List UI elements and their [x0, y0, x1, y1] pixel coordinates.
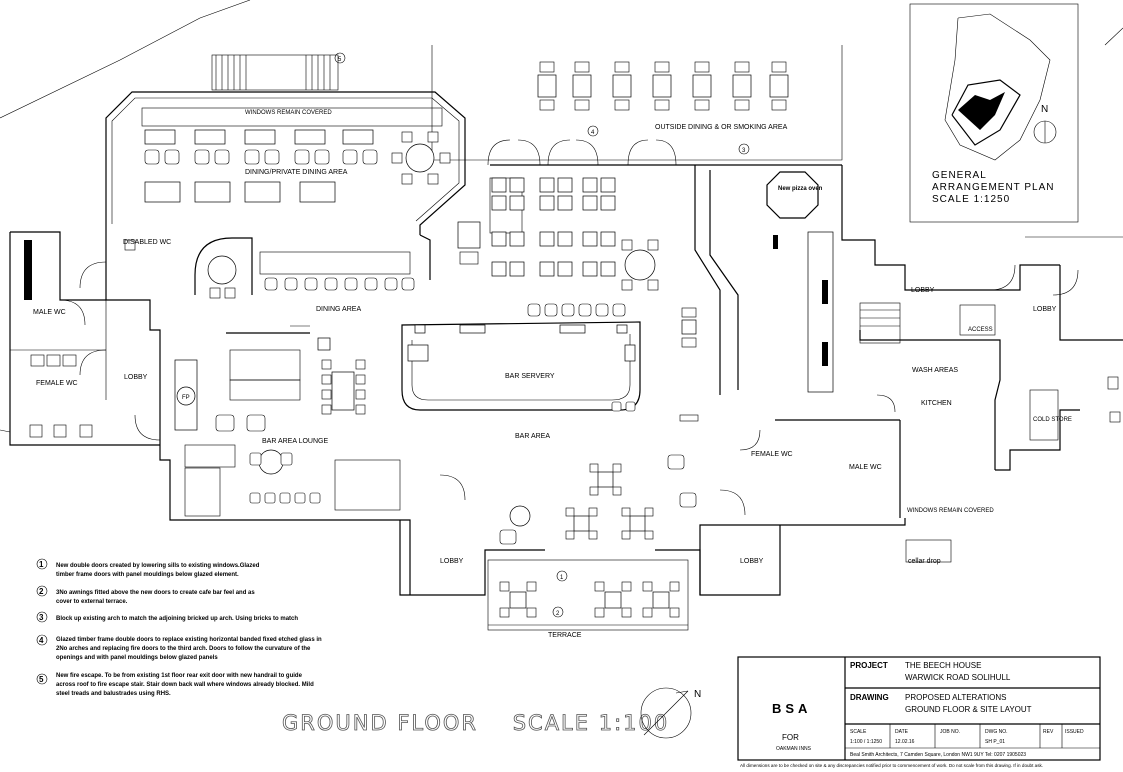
label-female-wc-left: FEMALE WC	[36, 380, 78, 387]
label-kitchen: KITCHEN	[921, 400, 952, 407]
for-label: FOR	[782, 733, 799, 742]
label-bar-area: BAR AREA	[515, 433, 550, 440]
note-1-line-1: New double doors created by lowering sil…	[56, 563, 260, 569]
room-labels: WINDOWS REMAIN COVERED DINING/PRIVATE DI…	[33, 110, 1072, 639]
doors	[59, 139, 1079, 516]
misc-details	[24, 231, 996, 563]
plan-title: GROUND FLOOR SCALE 1:100	[282, 711, 669, 735]
label-lobby-kitchen: LOBBY	[911, 287, 935, 294]
label-windows-right: WINDOWS REMAIN COVERED	[907, 508, 994, 514]
marker-1: 1	[560, 575, 564, 581]
address-line: Beal Smith Architects, 7 Camden Square, …	[850, 752, 1026, 758]
project-line-2: WARWICK ROAD SOLIHULL	[905, 673, 1011, 682]
note-4-line-2: 2No arches and replacing fire doors to t…	[56, 646, 311, 652]
note-5-line-2: across roof to fire escape stair. Stair …	[56, 682, 314, 688]
scale-label: SCALE	[850, 729, 867, 735]
marker-2: 2	[556, 611, 560, 617]
date-value: 12.02.16	[895, 739, 915, 745]
site-inset: N GENERAL ARRANGEMENT PLAN SCALE 1:1250	[909, 3, 1079, 223]
ga-line-3: SCALE 1:1250	[932, 194, 1010, 205]
label-bar-lounge: BAR AREA LOUNGE	[262, 438, 328, 445]
label-access: ACCESS	[968, 327, 993, 333]
label-pizza-oven: New pizza oven	[778, 186, 823, 192]
dwg-label: DWG NO.	[985, 729, 1008, 735]
note-3-number: 3	[39, 613, 44, 622]
label-lobby-left: LOBBY	[124, 374, 148, 381]
label-cold-store: COLD STORE	[1033, 417, 1072, 423]
note-2-line-2: cover to external terrace.	[56, 599, 128, 605]
project-line-1: THE BEECH HOUSE	[905, 661, 981, 670]
fire-escape-stair	[211, 54, 339, 91]
label-outside-dining: OUTSIDE DINING & OR SMOKING AREA	[655, 124, 788, 131]
building-walls	[9, 45, 1123, 631]
note-4-line-3: openings and with panel mouldings below …	[56, 655, 218, 661]
label-male-wc-left: MALE WC	[33, 309, 66, 316]
date-label: DATE	[895, 729, 909, 735]
furniture-bar-area	[499, 401, 699, 618]
label-bar-servery: BAR SERVERY	[505, 373, 555, 380]
label-fp: FP	[182, 395, 190, 401]
title-block: BSA FOR OAKMAN INNS PROJECT THE BEECH HO…	[737, 656, 1101, 768]
furniture-outside-dining	[537, 61, 789, 111]
client-name: OAKMAN INNS	[776, 746, 812, 752]
note-4-number: 4	[39, 636, 44, 645]
marker-3: 3	[742, 148, 746, 154]
note-2-line-1: 3No awnings fitted above the new doors t…	[56, 590, 255, 596]
label-private-dining: DINING/PRIVATE DINING AREA	[245, 169, 348, 176]
rev-label: REV	[1043, 729, 1054, 735]
label-cellar-drop: cellar drop	[908, 558, 941, 565]
label-lobby-right: LOBBY	[1033, 306, 1057, 313]
inset-north-label: N	[1041, 104, 1049, 115]
label-lobby-bottom-left: LOBBY	[440, 558, 464, 565]
firm-name: BSA	[772, 701, 811, 716]
drawing-line-1: PROPOSED ALTERATIONS	[905, 693, 1007, 702]
notes-list: 1 New double doors created by lowering s…	[36, 558, 322, 697]
label-male-wc-right: MALE WC	[849, 464, 882, 471]
label-disabled-wc: DISABLED WC	[123, 239, 171, 246]
plan-markers: 5 4 3 1 2	[334, 52, 750, 618]
drawing-label: DRAWING	[850, 693, 889, 702]
dwg-value: SH P_01	[985, 739, 1005, 745]
label-female-wc-right: FEMALE WC	[751, 451, 793, 458]
label-dining-area: DINING AREA	[316, 306, 361, 313]
label-wash-areas: WASH AREAS	[912, 367, 958, 374]
north-label: N	[694, 689, 702, 700]
pizza-oven	[766, 171, 819, 219]
note-5-line-1: New fire escape. To be from existing 1st…	[56, 673, 303, 679]
furniture-bar-lounge	[174, 325, 401, 517]
site-boundary	[0, 0, 1123, 433]
ga-line-2: ARRANGEMENT PLAN	[932, 182, 1055, 193]
north-arrow: N	[640, 687, 702, 739]
label-terrace: TERRACE	[548, 632, 582, 639]
note-1-line-2: timber frame doors with panel mouldings …	[56, 572, 239, 578]
issued-label: ISSUED	[1065, 729, 1084, 735]
drawing-line-2: GROUND FLOOR & SITE LAYOUT	[905, 705, 1032, 714]
marker-5: 5	[338, 57, 342, 63]
ga-line-1: GENERAL	[932, 170, 987, 181]
note-5-number: 5	[39, 675, 44, 684]
furniture-private-dining	[141, 107, 451, 203]
label-windows-top: WINDOWS REMAIN COVERED	[245, 110, 332, 116]
note-3-line-1: Block up existing arch to match the adjo…	[56, 616, 298, 622]
job-label: JOB NO.	[940, 729, 960, 735]
note-1-number: 1	[39, 560, 44, 569]
project-label: PROJECT	[850, 661, 888, 670]
note-2-number: 2	[39, 587, 44, 596]
scale-value: 1:100 / 1:1250	[850, 739, 882, 745]
marker-4: 4	[591, 130, 595, 136]
bar-servery-counter	[401, 321, 641, 411]
note-4-line-1: Glazed timber frame double doors to repl…	[56, 637, 322, 643]
label-lobby-bottom-right: LOBBY	[740, 558, 764, 565]
furniture-dining-area	[124, 177, 697, 348]
note-5-line-3: steel treads and balustrades using RHS.	[56, 691, 171, 697]
disclaimer: All dimensions are to be checked on site…	[740, 763, 1043, 768]
